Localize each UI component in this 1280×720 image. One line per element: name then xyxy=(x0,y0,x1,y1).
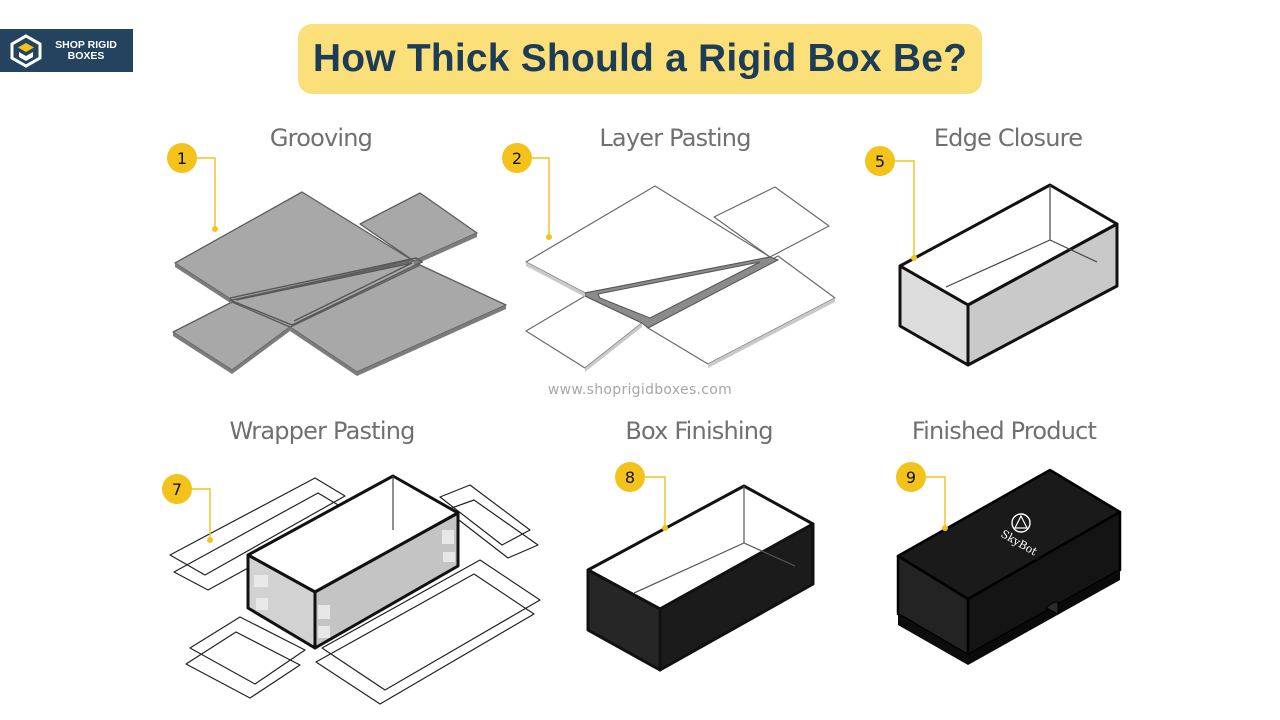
grooving-board-illustration xyxy=(172,191,507,376)
layer-pasting-illustration xyxy=(525,185,836,372)
brand-logo[interactable]: SHOP RIGID BOXES xyxy=(0,29,133,72)
brand-name: SHOP RIGID BOXES xyxy=(55,38,117,62)
step-badge-5: 5 xyxy=(865,146,895,176)
step-badge-1: 1 xyxy=(167,143,197,173)
product-logo-icon xyxy=(1011,513,1031,533)
step-label-grooving: Grooving xyxy=(269,124,373,152)
finished-product-illustration: SkyBot xyxy=(896,468,1122,665)
title-banner: How Thick Should a Rigid Box Be? xyxy=(298,24,982,94)
edge-closure-box-illustration xyxy=(898,183,1119,367)
box-finishing-illustration xyxy=(586,484,815,672)
step-label-edge-closure: Edge Closure xyxy=(933,124,1083,152)
page-title: How Thick Should a Rigid Box Be? xyxy=(312,37,968,80)
callout-dots xyxy=(207,226,948,543)
step-badge-2: 2 xyxy=(502,143,532,173)
step-badge-8: 8 xyxy=(615,462,645,492)
step-label-layer-pasting: Layer Pasting xyxy=(599,124,751,152)
watermark-url: www.shoprigidboxes.com xyxy=(547,382,733,398)
brand-mark-icon xyxy=(10,33,42,68)
step-label-wrapper-pasting: Wrapper Pasting xyxy=(229,417,415,445)
step-label-box-finishing: Box Finishing xyxy=(625,417,773,445)
step-badge-9: 9 xyxy=(896,462,926,492)
callout-leaders xyxy=(192,157,946,540)
step-badge-7: 7 xyxy=(162,474,192,504)
step-label-finished-product: Finished Product xyxy=(911,417,1097,445)
wrapper-pasting-illustration xyxy=(169,474,541,705)
